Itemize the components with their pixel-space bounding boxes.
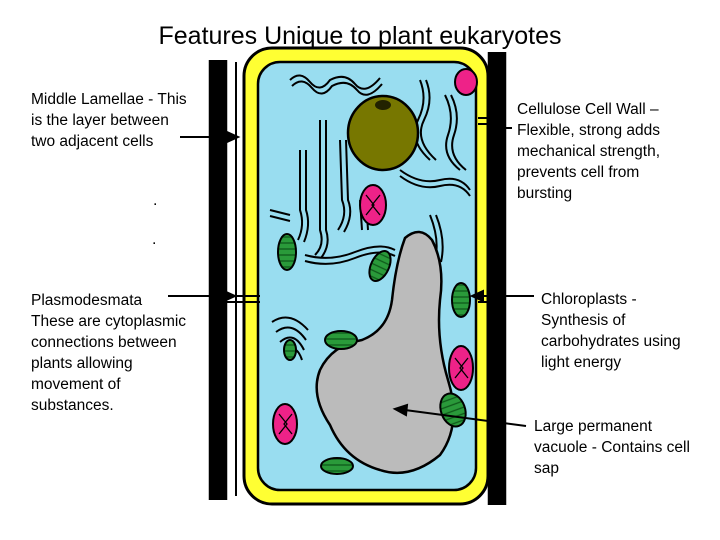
chloroplasts	[277, 233, 471, 475]
nucleus	[346, 94, 420, 172]
mitochondria	[272, 68, 478, 445]
label-cell-wall: Cellulose Cell Wall – Flexible, strong a…	[517, 101, 661, 202]
middle-lamella	[235, 60, 497, 500]
arrow-chloroplasts	[469, 289, 534, 303]
arrow-middle-lamellae	[180, 130, 241, 144]
pointer-arrows	[168, 121, 534, 427]
label-middle-lamellae: Middle Lamellae - This is the layer betw…	[31, 91, 187, 150]
stray-dot: .	[152, 231, 157, 248]
label-vacuole: Large permanent vacuole - Contains cell …	[534, 418, 690, 477]
label-plasmodesmata: Plasmodesmata These are cytoplasmic conn…	[31, 292, 187, 414]
arrow-vacuole	[392, 403, 527, 427]
label-chloroplasts: Chloroplasts - Synthesis of carbohydrate…	[541, 291, 681, 371]
stray-dot: .	[153, 192, 158, 209]
arrow-plasmodesmata	[168, 289, 238, 303]
page-title: Features Unique to plant eukaryotes	[158, 22, 562, 50]
arrow-cell-wall	[487, 121, 512, 135]
